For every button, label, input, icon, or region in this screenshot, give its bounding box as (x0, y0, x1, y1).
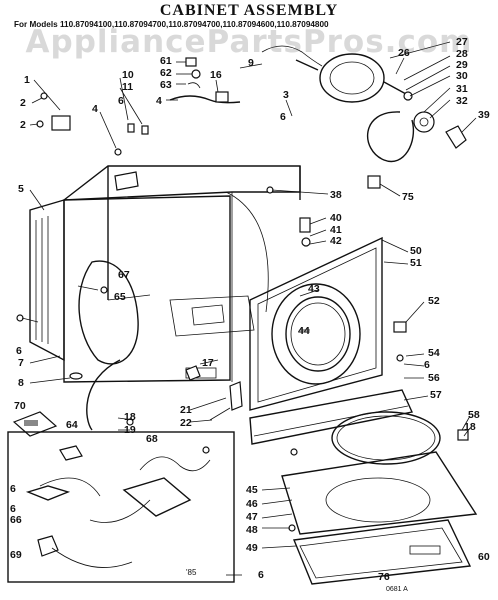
inset-pointer-arrow (86, 359, 121, 431)
callout-38[interactable]: 38 (330, 189, 342, 201)
callout-30[interactable]: 30 (456, 70, 468, 82)
callout-18[interactable]: 18 (124, 411, 136, 423)
callout-65[interactable]: 65 (114, 291, 126, 303)
callout-3[interactable]: 3 (283, 89, 289, 101)
callout-8[interactable]: 8 (18, 377, 24, 389)
cabinet-body (61, 165, 301, 383)
callout-44[interactable]: 44 (298, 325, 310, 337)
callout-46[interactable]: 46 (246, 498, 258, 510)
callout-6e[interactable]: 6 (10, 483, 16, 495)
screws (16, 92, 404, 532)
motor (261, 45, 413, 103)
diagram-title: CABINET ASSEMBLY (159, 2, 339, 19)
callout-28[interactable]: 28 (456, 48, 468, 60)
callout-50[interactable]: 50 (410, 245, 422, 257)
callout-42[interactable]: 42 (330, 235, 342, 247)
model-numbers: For Models 110.87094100,110.87094700,110… (14, 20, 329, 29)
callout-62[interactable]: 62 (160, 67, 172, 79)
callout-19[interactable]: 19 (124, 424, 136, 436)
callout-76[interactable]: 76 (378, 571, 390, 583)
callout-49[interactable]: 49 (246, 542, 258, 554)
inset-label: '85 (186, 568, 197, 577)
callout-4[interactable]: 4 (92, 103, 98, 115)
callout-4b[interactable]: 4 (156, 95, 162, 107)
drum-belt (366, 111, 467, 163)
callout-32[interactable]: 32 (456, 95, 468, 107)
callout-2[interactable]: 2 (20, 97, 26, 109)
side-panel (29, 199, 65, 362)
callout-69[interactable]: 69 (10, 549, 22, 561)
diagram-code: 0681 A (386, 586, 408, 593)
callout-56[interactable]: 56 (428, 372, 440, 384)
callout-64[interactable]: 64 (66, 419, 78, 431)
callout-5[interactable]: 5 (18, 183, 24, 195)
inset-wiring-detail (7, 431, 235, 583)
callout-47[interactable]: 47 (246, 511, 258, 523)
callout-45[interactable]: 45 (246, 484, 258, 496)
callout-57[interactable]: 57 (430, 389, 442, 401)
callout-48[interactable]: 48 (246, 524, 258, 536)
callout-6g[interactable]: 6 (258, 569, 264, 581)
callout-27[interactable]: 27 (456, 36, 468, 48)
callout-26[interactable]: 26 (398, 47, 410, 59)
callout-41[interactable]: 41 (330, 224, 342, 236)
toe-panel (249, 389, 414, 445)
callout-54[interactable]: 54 (428, 347, 440, 359)
callout-68[interactable]: 68 (146, 433, 158, 445)
callout-43[interactable]: 43 (308, 283, 320, 295)
callout-21[interactable]: 21 (180, 404, 192, 416)
callout-61[interactable]: 61 (160, 55, 172, 67)
callout-58[interactable]: 58 (468, 409, 480, 421)
callout-18b[interactable]: 18 (464, 421, 476, 433)
callout-6f[interactable]: 6 (10, 503, 16, 515)
callout-6d[interactable]: 6 (424, 359, 430, 371)
callout-22[interactable]: 22 (180, 417, 192, 429)
callout-70[interactable]: 70 (14, 400, 26, 412)
door-assembly (281, 411, 478, 585)
callout-75[interactable]: 75 (402, 191, 414, 203)
callout-9[interactable]: 9 (248, 57, 254, 69)
callout-40[interactable]: 40 (330, 212, 342, 224)
callout-16[interactable]: 16 (210, 69, 222, 81)
callout-39[interactable]: 39 (478, 109, 490, 121)
wire-harness (51, 57, 469, 441)
callout-6c[interactable]: 6 (16, 345, 22, 357)
callout-60[interactable]: 60 (478, 551, 490, 563)
callout-52[interactable]: 52 (428, 295, 440, 307)
callout-7[interactable]: 7 (18, 357, 24, 369)
callout-11[interactable]: 11 (122, 81, 134, 93)
callout-67[interactable]: 67 (118, 269, 130, 281)
callout-17[interactable]: 17 (202, 357, 214, 369)
callout-10[interactable]: 10 (122, 69, 134, 81)
callout-6a[interactable]: 6 (118, 95, 124, 107)
leader-lines (21, 41, 477, 576)
callout-31[interactable]: 31 (456, 83, 468, 95)
callout-2b[interactable]: 2 (20, 119, 26, 131)
callout-6b[interactable]: 6 (280, 111, 286, 123)
callout-66[interactable]: 66 (10, 514, 22, 526)
front-panel (249, 236, 407, 411)
callout-29[interactable]: 29 (456, 59, 468, 71)
callout-63[interactable]: 63 (160, 79, 172, 91)
callout-1[interactable]: 1 (24, 74, 30, 86)
callout-51[interactable]: 51 (410, 257, 422, 269)
